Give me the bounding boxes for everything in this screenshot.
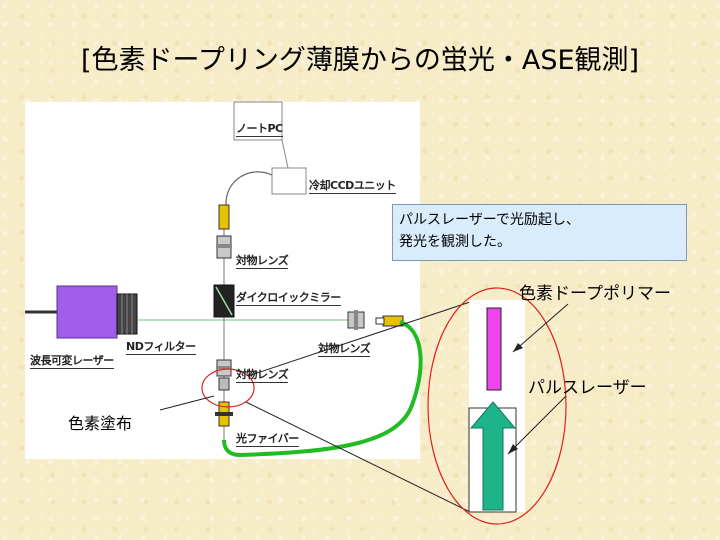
pc-cable (281, 139, 305, 173)
optical-fiber-label: 光ファイバー (236, 432, 299, 447)
dye-coating-pointer (159, 395, 215, 411)
tunable-laser-label: 波長可変レーザー (30, 354, 114, 369)
inset-highlight-ellipse (427, 287, 567, 525)
ccd-unit-label: 冷却CCDユニット (309, 179, 396, 194)
optical-fiber-green (222, 320, 423, 458)
sample-lens-icon (218, 377, 230, 391)
top-fiber-connector (218, 204, 230, 230)
sample-highlight-ellipse (201, 368, 255, 408)
ccd-unit-box (271, 167, 307, 195)
leader-line-top (247, 301, 471, 377)
objective-lens-top-label: 対物レンズ (236, 254, 289, 269)
leader-line-bottom (245, 401, 471, 513)
setup-diagram-panel (25, 102, 420, 459)
dye-polymer-label: 色素ドープポリマー (519, 284, 671, 304)
objective-lens-right-label: 対物レンズ (318, 342, 371, 357)
callout-line-2: 発光を観測した。 (399, 234, 511, 250)
objective-lens-bottom-label: 対物レンズ (236, 368, 289, 383)
pulse-laser-pointer (507, 395, 567, 455)
polymer-pointer (512, 303, 569, 353)
pulse-laser-label: パルスレーザー (528, 378, 647, 398)
dye-polymer-bar (486, 307, 502, 391)
right-fiber-connector (382, 315, 404, 327)
dye-coating-label: 色素塗布 (68, 414, 133, 433)
experiment-note-callout: パルスレーザーで光励起し、 発光を観測した。 (392, 204, 687, 261)
slide-title: [色素ドープリング薄膜からの蛍光・ASE観測] (80, 45, 640, 76)
note-pc-label: ノートPC (236, 122, 283, 137)
pulse-laser-arrow (469, 401, 517, 511)
note-pc-box (233, 101, 283, 141)
tunable-laser-icon (56, 285, 118, 339)
dichroic-mirror-label: ダイクロイックミラー (236, 291, 341, 306)
ccd-cable (225, 171, 273, 206)
callout-line-1: パルスレーザーで光励起し、 (399, 212, 580, 228)
nd-filter-label: NDフィルター (126, 340, 196, 355)
